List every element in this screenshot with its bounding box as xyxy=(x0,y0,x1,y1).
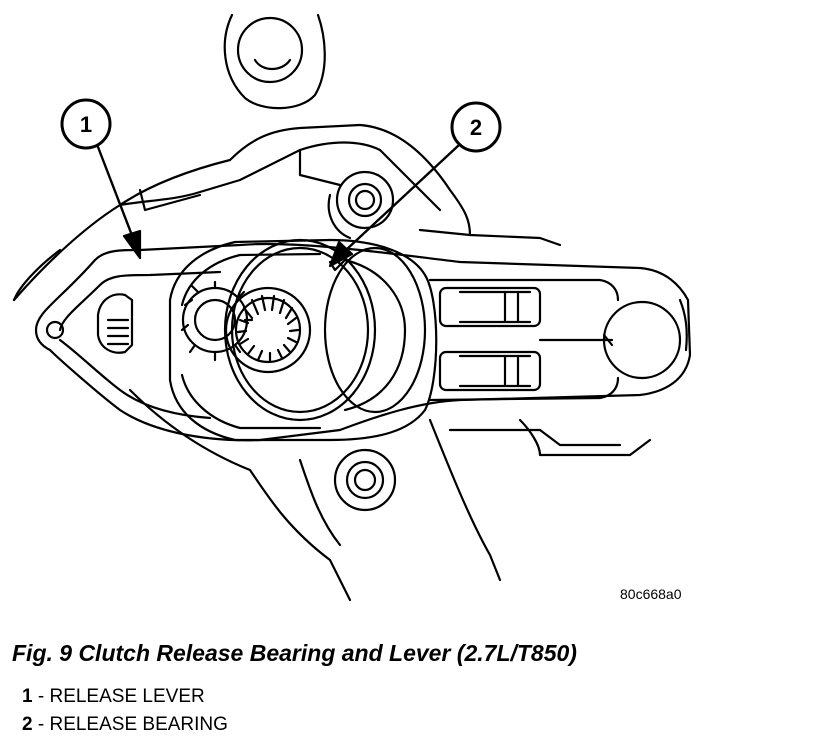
callout-2-arrowhead xyxy=(328,240,354,268)
callout-1-circle xyxy=(60,98,112,150)
release-lever-shape xyxy=(34,242,692,442)
callout-2-number: 2 xyxy=(470,115,482,140)
legend-item: 1 - RELEASE LEVER xyxy=(22,686,205,708)
transmission-housing xyxy=(12,123,652,602)
legend-separator: - xyxy=(32,714,50,735)
callout-2 xyxy=(328,101,502,268)
callout-2-circle xyxy=(450,101,502,153)
input-shaft xyxy=(180,280,312,374)
legend-number: 1 xyxy=(22,686,33,707)
lower-mount-boss xyxy=(333,448,397,512)
top-stud xyxy=(223,13,326,110)
callout-1-number: 1 xyxy=(80,112,92,137)
legend-label: RELEASE LEVER xyxy=(49,686,205,707)
callout-1-arrowhead xyxy=(122,229,142,260)
legend-number: 2 xyxy=(22,714,33,735)
legend-item: 2 - RELEASE BEARING xyxy=(22,714,228,736)
legend-separator: - xyxy=(32,686,50,707)
drawing-code: 80c668a0 xyxy=(620,586,682,602)
upper-mount-boss xyxy=(327,170,395,240)
legend-label: RELEASE BEARING xyxy=(49,714,228,735)
callout-1-leader xyxy=(96,145,135,240)
callout-2-leader xyxy=(344,143,461,252)
figure-caption: Fig. 9 Clutch Release Bearing and Lever … xyxy=(12,640,577,666)
callout-1 xyxy=(60,98,142,260)
clutch-release-diagram: 1 2 xyxy=(12,13,692,602)
